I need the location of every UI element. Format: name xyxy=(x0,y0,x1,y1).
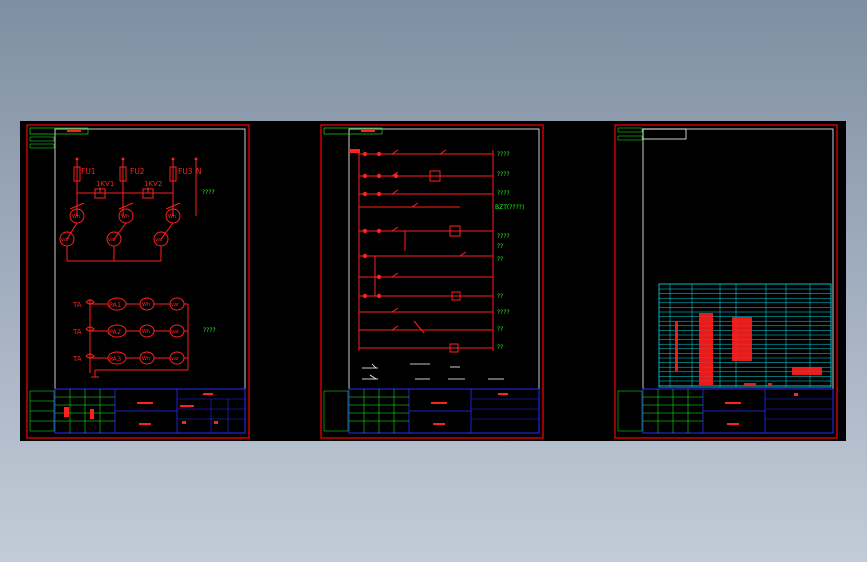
ladder-note: ???? xyxy=(497,309,510,316)
ladder-note: ???? xyxy=(497,171,510,178)
sheet-2-corner-mark xyxy=(361,129,375,132)
fuse-symbol xyxy=(73,166,81,182)
fuse-symbol xyxy=(119,166,127,182)
ct-label-2: TA xyxy=(72,328,82,336)
wh-meter-label: Wh xyxy=(121,214,129,220)
title-block-1 xyxy=(29,388,246,434)
title-block-2 xyxy=(323,388,540,434)
ladder-note: ???? xyxy=(497,190,510,197)
contact-dots xyxy=(362,151,399,299)
sheet-2-corner-tab xyxy=(323,127,383,135)
var-meter-label: var xyxy=(171,329,180,335)
drawing-canvas: FU1 FU2 FU3 N 1KV1 1KV2 ???? Wh Wh Wh xyxy=(20,121,846,441)
cad-viewport: FU1 FU2 FU3 N 1KV1 1KV2 ???? Wh Wh Wh xyxy=(26,124,838,439)
var-meter-label: var xyxy=(61,237,70,243)
wh-meter-label: Wh xyxy=(168,214,176,220)
ammeter-label-2: PA2 xyxy=(109,328,121,336)
ammeter-label-3: PA3 xyxy=(109,355,121,363)
ladder-note: ?? xyxy=(497,326,503,333)
ladder-note: ???? xyxy=(497,233,510,240)
ladder-note: ?? xyxy=(497,243,503,250)
ladder-note: ?? xyxy=(497,256,503,263)
sheet-3-corner-box xyxy=(642,128,687,140)
terminal-table xyxy=(658,283,832,388)
relay-coil-1kv2 xyxy=(142,188,154,199)
sheet-1-side-tab xyxy=(29,136,55,142)
terminal-dot xyxy=(75,157,79,161)
sheet-3-side-tab xyxy=(617,135,643,141)
ct-label-1: TA xyxy=(72,301,82,309)
meter-row-1 xyxy=(107,297,185,311)
sheet-2-border xyxy=(320,124,544,439)
terminal-dot xyxy=(171,157,175,161)
sheet-3-side-tab xyxy=(617,127,643,133)
ct-label-3: TA xyxy=(72,355,82,363)
sheet-1-border xyxy=(26,124,250,439)
relay-coil-1kv1 xyxy=(94,188,106,199)
note-top: ???? xyxy=(202,189,215,196)
sheet-1-corner-tab xyxy=(29,127,89,135)
wh-meter-label: Wh xyxy=(142,302,150,308)
wh-meter-row xyxy=(66,202,181,240)
ladder-note: BZT(????) xyxy=(495,204,524,211)
fuse-label-3: FU3 xyxy=(178,167,193,176)
bus-label-mark xyxy=(350,149,360,153)
ladder-note: ?? xyxy=(497,293,503,300)
relay-label-2: 1KV2 xyxy=(144,180,162,188)
wh-meter-label: Wh xyxy=(142,329,150,335)
meter-row-2 xyxy=(107,324,185,338)
wh-meter-label: Wh xyxy=(142,356,150,362)
symbol-legend xyxy=(362,363,504,380)
fuse-label-2: FU2 xyxy=(130,167,145,176)
sheet-1: FU1 FU2 FU3 N 1KV1 1KV2 ???? Wh Wh Wh xyxy=(26,124,250,439)
var-meter-label: var xyxy=(171,356,180,362)
wh-meter-label: Wh xyxy=(72,214,80,220)
var-meter-row xyxy=(59,231,169,262)
sheet-2: ???? ???? ???? BZT(????) ???? ?? ?? ?? ?… xyxy=(320,124,544,439)
ladder-note: ?? xyxy=(497,344,503,351)
var-meter-label: var xyxy=(155,237,164,243)
fuse-symbol xyxy=(169,166,177,182)
terminal-dot xyxy=(194,157,198,161)
neutral-label: N xyxy=(196,167,202,176)
fuse-group xyxy=(73,160,177,216)
sheet-3-border xyxy=(614,124,838,439)
sheet-3 xyxy=(614,124,838,439)
ladder-note: ???? xyxy=(497,151,510,158)
sheet-1-corner-mark xyxy=(67,129,81,132)
terminal-dot xyxy=(121,157,125,161)
relay-label-1: 1KV1 xyxy=(96,180,114,188)
var-meter-label: var xyxy=(108,237,117,243)
var-meter-label: var xyxy=(171,302,180,308)
fuse-label-1: FU1 xyxy=(81,167,96,176)
note-bottom: ???? xyxy=(203,327,216,334)
ammeter-label-1: PA1 xyxy=(109,301,121,309)
control-ladder xyxy=(358,149,494,353)
title-block-3 xyxy=(617,388,834,434)
ladder-notes: ???? ???? ???? BZT(????) ???? ?? ?? ?? ?… xyxy=(495,151,524,351)
sheet-1-side-tab xyxy=(29,143,55,149)
meter-row-3 xyxy=(107,351,185,365)
